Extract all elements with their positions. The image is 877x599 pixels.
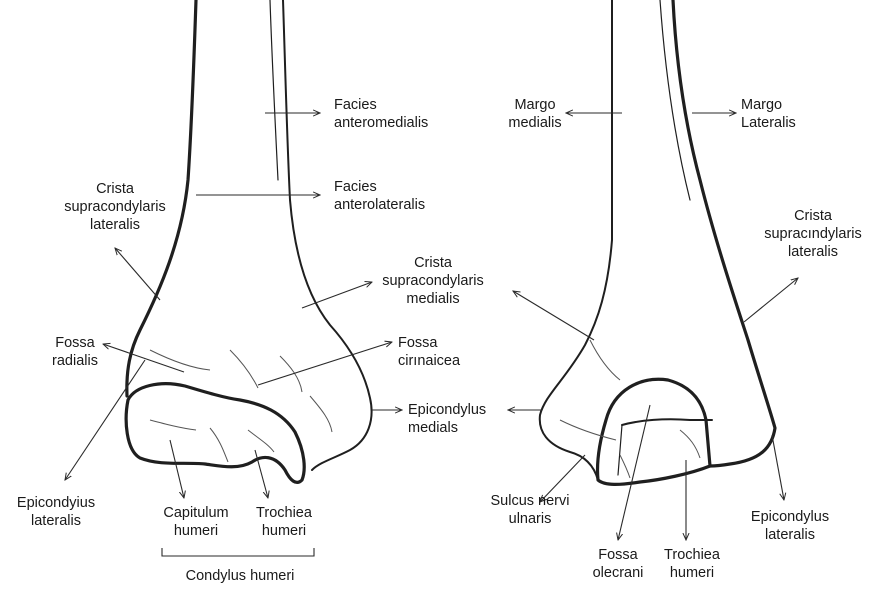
label-line: Sulcus nervi: [480, 492, 580, 510]
label-epicondylus-lateralis-right: Epicondylus lateralis: [740, 508, 840, 544]
label-line: Epicondylus: [740, 508, 840, 526]
label-facies-anteromedialis: Facies anteromedialis: [334, 96, 428, 132]
label-line: lateralis: [755, 243, 871, 261]
label-line: Crista: [378, 254, 488, 272]
label-line: medials: [408, 419, 486, 437]
label-line: Crista: [60, 180, 170, 198]
label-line: ulnaris: [480, 510, 580, 528]
label-epicondylus-medialis: Epicondylus medials: [408, 401, 486, 437]
label-line: anterolateralis: [334, 196, 425, 214]
anterior-humerus-outline: [126, 0, 371, 482]
label-trochlea-humeri-left: Trochiea humeri: [244, 504, 324, 540]
label-margo-lateralis: Margo Lateralis: [741, 96, 796, 132]
label-sulcus-nervi-ulnaris: Sulcus nervi ulnaris: [480, 492, 580, 528]
label-line: Trochiea: [654, 546, 730, 564]
label-line: Fossa: [40, 334, 110, 352]
label-crista-supracondylaris-lateralis-right: Crista supracındylaris lateralis: [755, 207, 871, 261]
label-margo-medialis: Margo medialis: [500, 96, 570, 132]
label-fossa-radialis: Fossa radialis: [40, 334, 110, 370]
label-line: Fossa: [398, 334, 460, 352]
label-capitulum-humeri: Capitulum humeri: [148, 504, 244, 540]
label-facies-anterolateralis: Facies anterolateralis: [334, 178, 425, 214]
label-crista-supracondylaris-lateralis-left: Crista supracondylaris lateralis: [60, 180, 170, 234]
label-line: medialis: [378, 290, 488, 308]
label-line: radialis: [40, 352, 110, 370]
label-line: medialis: [500, 114, 570, 132]
label-line: Margo: [741, 96, 796, 114]
label-line: lateralis: [6, 512, 106, 530]
label-trochlea-humeri-right: Trochiea humeri: [654, 546, 730, 582]
label-line: lateralis: [740, 526, 840, 544]
label-line: humeri: [654, 564, 730, 582]
label-epicondylus-lateralis-left: Epicondyius lateralis: [6, 494, 106, 530]
label-fossa-coronoidea: Fossa cirınaicea: [398, 334, 460, 370]
label-line: Fossa: [586, 546, 650, 564]
label-line: supracondylaris: [60, 198, 170, 216]
label-arrows-right: [508, 113, 798, 540]
label-line: olecrani: [586, 564, 650, 582]
label-condylus-humeri: Condylus humeri: [160, 567, 320, 585]
label-line: supracındylaris: [755, 225, 871, 243]
label-line: Crista: [755, 207, 871, 225]
label-line: lateralis: [60, 216, 170, 234]
label-line: Facies: [334, 178, 425, 196]
label-line: humeri: [148, 522, 244, 540]
label-line: anteromedialis: [334, 114, 428, 132]
label-line: Epicondylus: [408, 401, 486, 419]
label-line: humeri: [244, 522, 324, 540]
label-line: Facies: [334, 96, 428, 114]
label-crista-supracondylaris-medialis: Crista supracondylaris medialis: [378, 254, 488, 308]
label-line: cirınaicea: [398, 352, 460, 370]
label-line: Condylus humeri: [160, 567, 320, 585]
label-line: Margo: [500, 96, 570, 114]
posterior-humerus-outline: [540, 0, 775, 484]
label-line: Epicondyius: [6, 494, 106, 512]
label-line: Capitulum: [148, 504, 244, 522]
label-line: Trochiea: [244, 504, 324, 522]
label-line: supracondylaris: [378, 272, 488, 290]
label-fossa-olecrani: Fossa olecrani: [586, 546, 650, 582]
label-line: Lateralis: [741, 114, 796, 132]
